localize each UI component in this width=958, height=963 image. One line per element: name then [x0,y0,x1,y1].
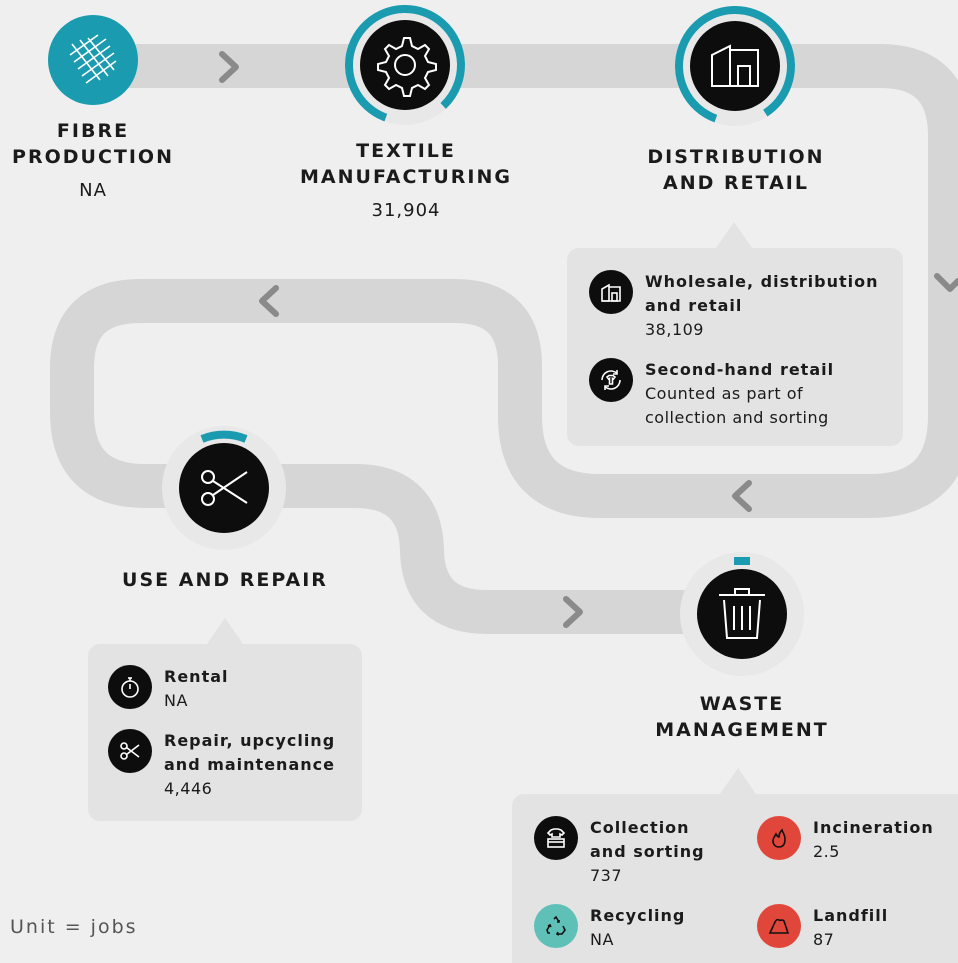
waste-management-node [680,552,804,676]
recycle-icon [534,904,578,948]
gear-icon [377,37,437,97]
wholesale-retail-item: Wholesale, distribution and retail 38,109 [589,270,889,342]
rental-label: Rental [164,667,229,686]
waste-detail-box: Collection and sorting 737 Incineration 2.… [512,794,958,963]
textile-manufacturing-value: 31,904 [371,200,441,221]
fibre-production-value: NA [79,180,107,201]
store-icon [711,44,759,87]
distribution-box-pointer [716,222,752,248]
flame-icon [757,816,801,860]
scissors-icon [108,729,152,773]
second-hand-retail-label: Second-hand retail [645,360,835,379]
stopwatch-icon [108,665,152,709]
landfill-value: 87 [813,930,835,949]
chevron-down-icon [934,273,958,292]
textile-manufacturing-node [345,5,465,125]
repair-upcycling-item: Repair, upcycling and maintenance 4,446 [108,729,358,805]
wholesale-retail-value: 38,109 [645,320,704,339]
chevron-right-icon [563,596,583,628]
incineration-item: Incineration 2.5 [757,816,952,872]
waste-management-title: WASTE MANAGEMENT [655,693,829,741]
scissors-icon [201,470,248,506]
distribution-detail-box: Wholesale, distribution and retail 38,109… [567,248,903,446]
flow-path [50,44,958,634]
recycling-value: NA [590,930,614,949]
distribution-retail-node [675,6,796,126]
fibre-production-title: FIBRE PRODUCTION [12,120,174,168]
collection-sorting-item: Collection and sorting 737 [534,816,744,888]
store-icon [589,270,633,314]
collection-sorting-label: Collection and sorting [590,818,705,861]
recycling-label: Recycling [590,906,686,925]
chevron-left-icon [732,480,752,512]
distribution-retail-title: DISTRIBUTION AND RETAIL [647,146,825,194]
waste-box-pointer [720,768,756,794]
woven-fibre-icon [69,34,117,84]
collection-sorting-value: 737 [590,866,623,885]
second-hand-retail-value: Counted as part of collection and sortin… [645,384,829,427]
landfill-item: Landfill 87 [757,904,952,960]
textile-manufacturing-title: TEXTILE MANUFACTURING [300,140,512,188]
chevron-left-icon [259,285,279,317]
chevron-right-icon [219,51,239,83]
shirt-box-icon [534,816,578,860]
use-repair-title: USE AND REPAIR [122,569,328,591]
use-repair-node [162,426,286,550]
incineration-value: 2.5 [813,842,840,861]
rental-value: NA [164,691,188,710]
fibre-production-node [48,15,138,105]
recycle-shirt-icon [589,358,633,402]
repair-upcycling-value: 4,446 [164,779,213,798]
repair-upcycling-label: Repair, upcycling and maintenance [164,731,336,774]
wholesale-retail-label: Wholesale, distribution and retail [645,272,879,315]
landfill-icon [757,904,801,948]
landfill-label: Landfill [813,906,889,925]
trash-bin-icon [719,588,765,639]
unit-note: Unit = jobs [10,916,138,938]
incineration-label: Incineration [813,818,934,837]
use-box-pointer [207,618,243,644]
